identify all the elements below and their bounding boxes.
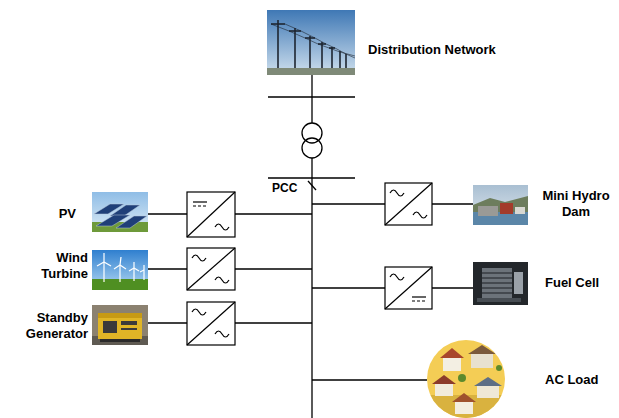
converter-signs [192, 190, 427, 337]
converter-symbols [187, 183, 432, 345]
load-photo [427, 340, 505, 418]
source-label: Standby Generator [16, 310, 88, 343]
bus-label: PCC [272, 181, 297, 195]
wind-photo [92, 250, 148, 290]
single-line-wiring [148, 75, 473, 418]
generator-photo [92, 305, 148, 345]
distribution-photo [267, 10, 355, 75]
pv-photo [92, 192, 148, 232]
source-label: Fuel Cell [545, 275, 599, 291]
label-text: Fuel Cell [545, 275, 599, 291]
source-label: AC Load [545, 372, 598, 388]
label-text: Standby Generator [16, 310, 88, 343]
source-label: Mini Hydro Dam [538, 188, 614, 221]
label-text: Distribution Network [368, 42, 496, 58]
label-text: PCC [272, 181, 297, 195]
label-text: Mini Hydro Dam [538, 188, 614, 221]
label-text: PV [59, 206, 76, 222]
label-text: AC Load [545, 372, 598, 388]
source-label: Wind Turbine [28, 250, 88, 283]
source-label: Distribution Network [368, 42, 496, 58]
label-text: Wind Turbine [28, 250, 88, 283]
source-label: PV [59, 206, 76, 222]
fuelcell-photo [473, 262, 528, 305]
hydro-photo [473, 185, 528, 225]
